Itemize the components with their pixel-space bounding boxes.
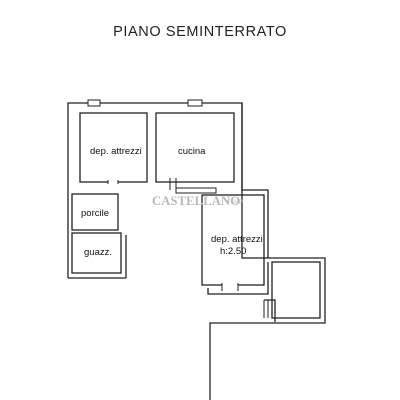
room-label-cucina: cucina [178,146,206,157]
outer-wall [67,102,326,400]
room-label-dep-attrezzi-1: dep. attrezzi [90,146,142,157]
watermark-network: FIAIP [227,199,244,206]
room-label-guazz: guazz. [84,247,112,258]
room-height-note: h:2.50 [220,246,247,257]
room-annex [271,261,321,319]
watermark-brand: CASTELLANO [152,194,241,208]
room-label-porcile: porcile [81,208,109,219]
outer-wall-lower [207,262,269,295]
room-porcile [71,193,119,231]
annex-step [264,299,276,322]
room-guazz [71,232,122,274]
plan-title: PIANO SEMINTERRATO [113,24,287,40]
room-label-dep-attrezzi-2: dep. attrezzi [211,234,263,245]
outer-wall-right [241,103,269,258]
room-cucina [155,112,235,183]
